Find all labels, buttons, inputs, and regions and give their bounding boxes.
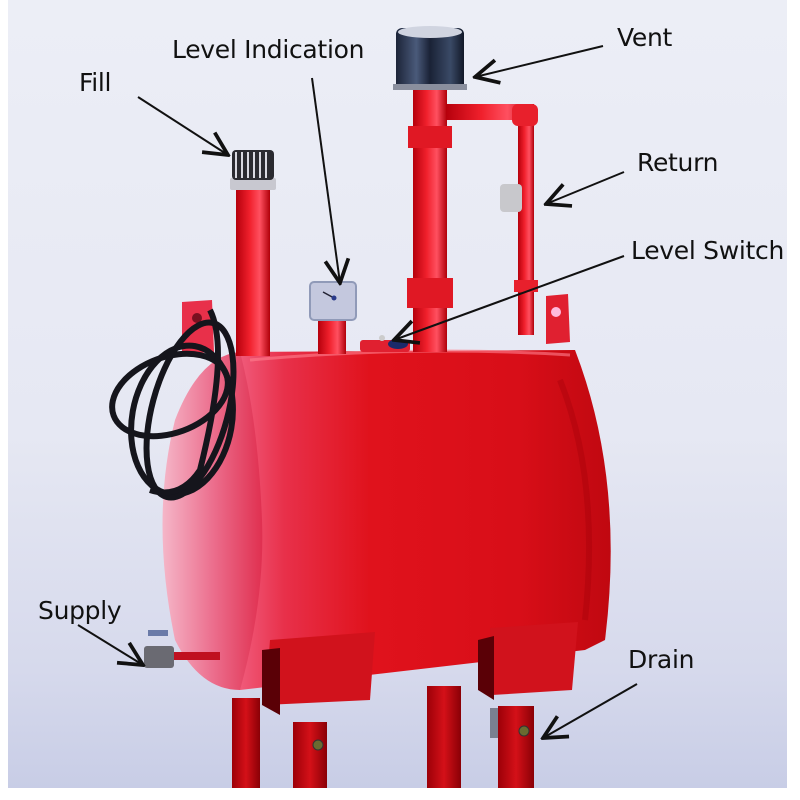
return-label: Return: [637, 148, 719, 177]
level-indication-label: Level Indication: [172, 35, 365, 64]
tank-legs: [232, 686, 534, 788]
drain-arrow: [543, 683, 638, 738]
vent-arrow: [475, 45, 604, 77]
fill-label: Fill: [79, 68, 112, 97]
lug-hole-left: [192, 313, 202, 323]
saddle-brackets: [262, 622, 578, 715]
return-arrow: [546, 171, 625, 204]
level-gauge: [309, 281, 357, 354]
supply-valve: [144, 630, 220, 668]
level-indication-arrow: [311, 77, 340, 283]
lug-hole-right: [551, 307, 561, 317]
fill-pipe: [230, 150, 276, 356]
supply-label: Supply: [38, 596, 122, 625]
drain-valve: [490, 708, 498, 738]
lifting-lug-right: [546, 294, 570, 344]
vent-label: Vent: [617, 23, 672, 52]
tank-body: [162, 349, 611, 690]
return-pipe: [446, 104, 538, 335]
level-switch-label: Level Switch: [631, 236, 784, 265]
fill-arrow: [137, 96, 228, 155]
coiled-cable: [109, 308, 237, 501]
level-switch-arrow: [394, 255, 625, 340]
annotation-arrows: [77, 45, 638, 738]
supply-arrow: [77, 624, 143, 665]
vent-pipe: [393, 26, 467, 352]
return-valve: [500, 184, 522, 212]
drain-label: Drain: [628, 645, 695, 674]
vent-cap: [396, 28, 464, 90]
